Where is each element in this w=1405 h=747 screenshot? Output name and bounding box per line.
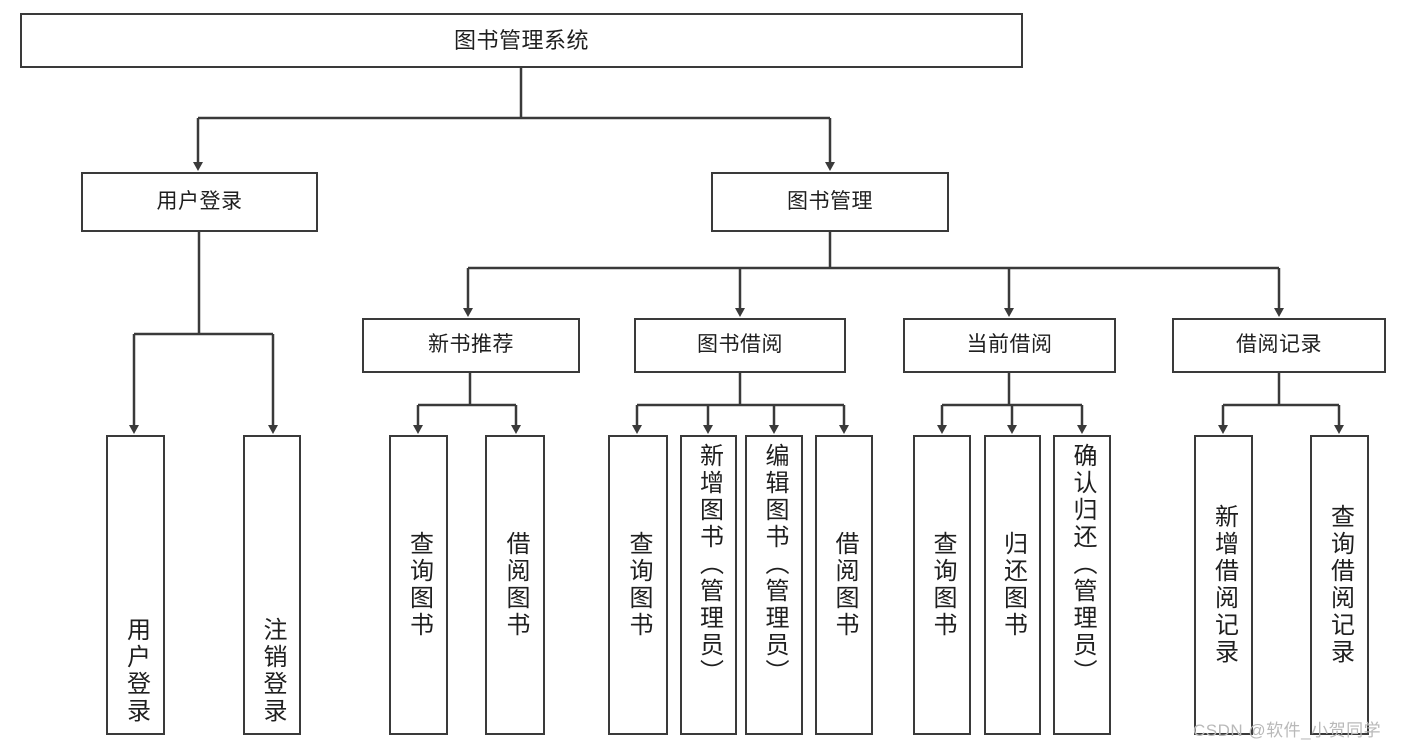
node-leaf-8: 查询图书 [913,435,971,735]
node-label: 确认归还（管理员） [1069,443,1096,686]
node-level3-2: 当前借阅 [903,318,1116,373]
node-label: 借阅记录 [1236,333,1322,357]
node-leaf-5: 新增图书（管理员） [680,435,737,735]
node-label: 查询图书 [405,531,433,639]
node-leaf-10: 确认归还（管理员） [1053,435,1111,735]
node-leaf-0: 用户登录 [106,435,165,735]
node-label: 图书管理系统 [453,27,589,53]
node-label: 新增图书（管理员） [695,443,723,686]
watermark-text: CSDN @软件_小贺同学 [1193,721,1382,740]
node-label: 查询图书 [929,531,956,639]
node-label: 当前借阅 [966,333,1053,357]
node-label: 用户登录 [156,189,243,213]
node-label: 查询借阅记录 [1326,504,1354,666]
node-level2-1: 图书管理 [711,172,949,232]
node-leaf-11: 新增借阅记录 [1194,435,1253,735]
node-leaf-4: 查询图书 [608,435,668,735]
node-leaf-2: 查询图书 [389,435,448,735]
node-label: 查询图书 [625,531,652,639]
node-label: 编辑图书（管理员） [761,443,788,686]
node-leaf-3: 借阅图书 [485,435,545,735]
node-leaf-1: 注销登录 [243,435,301,735]
node-level2-0: 用户登录 [81,172,318,232]
node-level3-1: 图书借阅 [634,318,846,373]
node-leaf-9: 归还图书 [984,435,1041,735]
node-label: 用户登录 [122,617,150,725]
node-label: 归还图书 [999,531,1027,639]
node-label: 注销登录 [259,617,286,725]
node-label: 图书管理 [787,189,873,213]
node-label: 借阅图书 [502,531,529,639]
node-label: 图书借阅 [697,333,783,357]
node-leaf-6: 编辑图书（管理员） [745,435,803,735]
node-level3-0: 新书推荐 [362,318,580,373]
node-leaf-7: 借阅图书 [815,435,873,735]
node-label: 新增借阅记录 [1210,504,1238,666]
node-level3-3: 借阅记录 [1172,318,1386,373]
node-root: 图书管理系统 [20,13,1023,68]
node-label: 借阅图书 [831,531,858,639]
node-label: 新书推荐 [428,333,514,357]
node-leaf-12: 查询借阅记录 [1310,435,1369,735]
